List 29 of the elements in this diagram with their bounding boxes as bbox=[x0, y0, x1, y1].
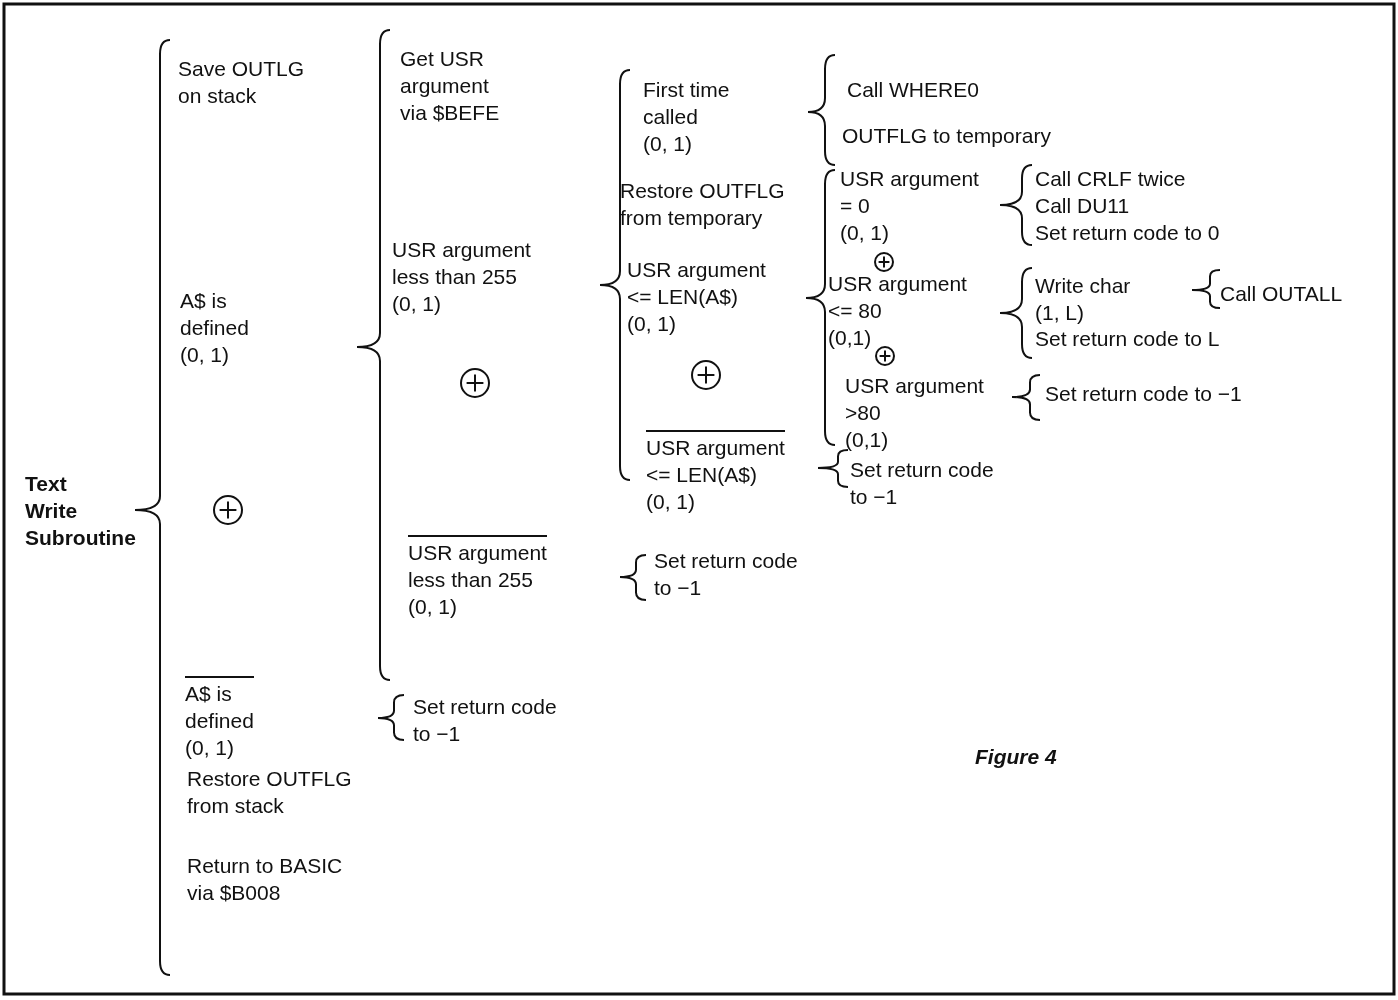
step-text: Save OUTLG on stack bbox=[178, 56, 305, 109]
step-text: Call WHERE0 bbox=[847, 77, 979, 103]
step-text: USR argument <= LEN(A$) (0, 1) bbox=[627, 257, 766, 337]
step-text: Set return code to −1 bbox=[850, 457, 994, 510]
step-text: Call CRLF twice bbox=[1035, 166, 1186, 192]
step-text: A$ is defined (0, 1) bbox=[185, 676, 254, 761]
step-text: USR argument <= 80 (0,1) bbox=[828, 271, 967, 351]
step-text: USR argument <= LEN(A$) (0, 1) bbox=[646, 430, 785, 515]
step-text: Set return code to L bbox=[1035, 326, 1220, 352]
step-text: USR argument >80 (0,1) bbox=[845, 373, 984, 453]
step-text: Restore OUTFLG from temporary bbox=[620, 178, 785, 231]
step-text: A$ is defined (0, 1) bbox=[180, 288, 249, 368]
step-text: Set return code to −1 bbox=[413, 694, 557, 747]
step-text: Get USR argument via $BEFE bbox=[400, 46, 500, 126]
subroutine-title: Text Write Subroutine bbox=[25, 471, 136, 551]
step-text: Set return code to −1 bbox=[1045, 381, 1242, 407]
step-text: First time called (0, 1) bbox=[643, 77, 730, 157]
step-text: Restore OUTFLG from stack bbox=[187, 766, 352, 819]
step-text: OUTFLG to temporary bbox=[842, 123, 1051, 149]
step-text: Write char (1, L) bbox=[1035, 273, 1131, 326]
step-text: Return to BASIC via $B008 bbox=[187, 853, 343, 906]
step-text: USR argument = 0 (0, 1) bbox=[840, 166, 979, 246]
step-text: USR argument less than 255 (0, 1) bbox=[392, 237, 531, 317]
step-text: Call OUTALL bbox=[1220, 281, 1343, 307]
step-text: USR argument less than 255 (0, 1) bbox=[408, 535, 547, 620]
step-text: Set return code to 0 bbox=[1035, 220, 1220, 246]
figure-caption: Figure 4 bbox=[975, 744, 1057, 770]
step-text: Set return code to −1 bbox=[654, 548, 798, 601]
step-text: Call DU11 bbox=[1035, 193, 1130, 219]
